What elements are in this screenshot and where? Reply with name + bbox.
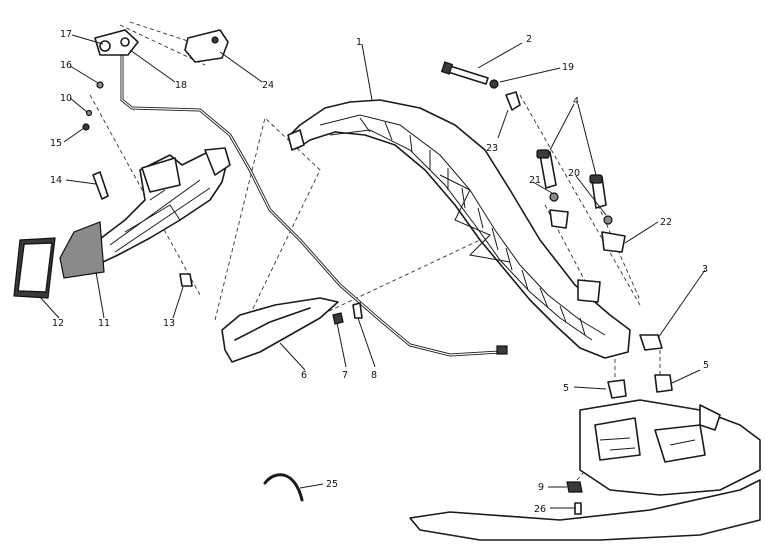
callout-13: 13	[163, 318, 175, 329]
callout-15: 15	[50, 138, 62, 149]
clip-part-8	[352, 302, 363, 319]
callout-1: 1	[356, 37, 362, 48]
reflector-part-11	[59, 221, 105, 279]
callout-5b: 5	[703, 360, 709, 371]
nut-part-15	[82, 123, 90, 131]
callout-7: 7	[342, 370, 348, 381]
callout-16: 16	[60, 60, 72, 71]
callout-26: 26	[534, 504, 546, 515]
wiring-cable	[120, 46, 508, 357]
callout-14: 14	[50, 175, 62, 186]
deflector-edge	[234, 307, 311, 341]
screw-part-9	[566, 481, 583, 493]
clip-part-23	[505, 91, 521, 111]
callout-2: 2	[526, 34, 532, 45]
callout-6: 6	[301, 370, 307, 381]
washer-part-19	[489, 79, 499, 89]
wire-clip-part-25	[263, 473, 304, 502]
callout-9: 9	[538, 482, 544, 493]
washer-part-20a	[549, 192, 559, 202]
bolt-part-2	[440, 61, 489, 85]
connector-pin	[120, 37, 130, 47]
clamp-part-21	[549, 209, 569, 229]
bolt-part-4	[536, 149, 607, 209]
callout-19: 19	[562, 62, 574, 73]
callout-12: 12	[52, 318, 64, 329]
callout-24: 24	[262, 80, 274, 91]
leader-lines	[39, 34, 706, 509]
callout-11: 11	[98, 318, 110, 329]
callout-5a: 5	[563, 383, 569, 394]
washer-part-20b	[603, 215, 613, 225]
callout-22: 22	[660, 217, 672, 228]
deflector-part-6	[221, 297, 339, 363]
callout-4: 4	[573, 96, 579, 107]
cover-part-24	[184, 29, 229, 63]
callout-10: 10	[60, 93, 72, 104]
callout-25: 25	[326, 479, 338, 490]
screw-part-26	[574, 502, 582, 515]
connector-pin	[99, 40, 111, 52]
callout-labels: 1 2 3 4 5 5 6 7 8 9 10 11 12 13 14 15 16…	[50, 29, 709, 515]
screw-part-7	[332, 312, 344, 325]
cover-screw	[211, 36, 219, 44]
grommet-part-5a	[607, 379, 627, 399]
callout-23: 23	[486, 143, 498, 154]
grommet-part-5b	[654, 374, 673, 393]
callout-3: 3	[702, 264, 708, 275]
nut-part-10	[85, 109, 93, 117]
callout-18: 18	[175, 80, 187, 91]
subframe-part	[287, 99, 631, 359]
callout-17: 17	[60, 29, 72, 40]
callout-21: 21	[529, 175, 541, 186]
nut-part-16	[96, 81, 104, 89]
callout-8: 8	[371, 370, 377, 381]
clamp-part-22	[601, 231, 626, 253]
screw-part-14	[92, 171, 109, 200]
nut-part-13	[179, 273, 193, 287]
spacer-part-3	[639, 334, 663, 351]
plate-holder-bracket	[89, 147, 231, 269]
pad-inner	[17, 242, 53, 293]
rear-frame-section	[409, 399, 761, 541]
callout-20: 20	[568, 168, 580, 179]
